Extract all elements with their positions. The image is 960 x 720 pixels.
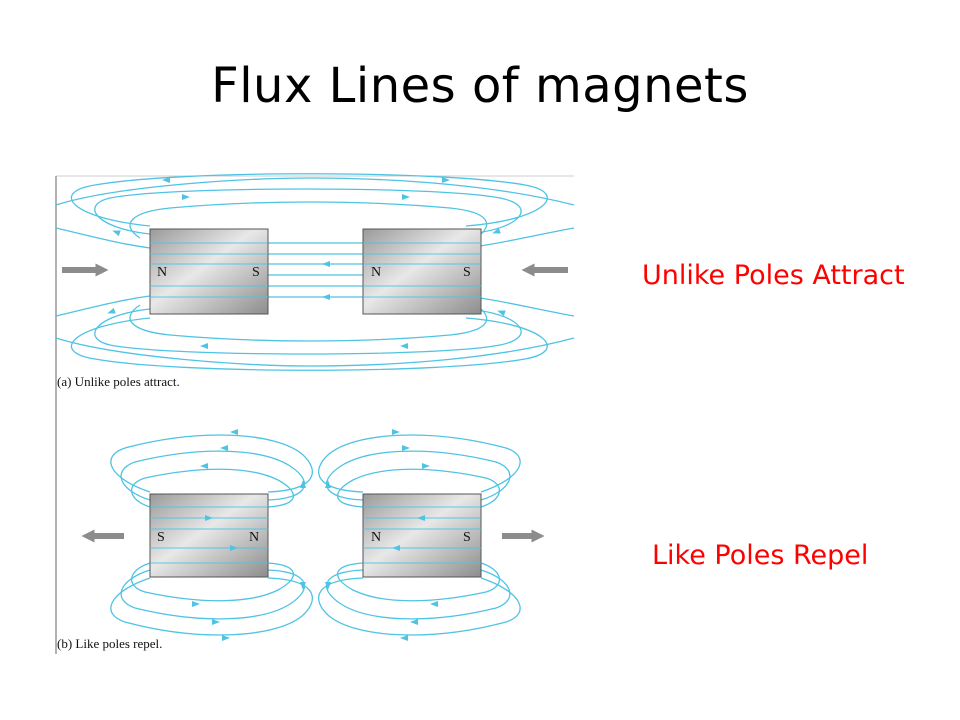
panel-a-right-magnet-left-pole: N xyxy=(371,265,381,280)
label-unlike-poles-attract: Unlike Poles Attract xyxy=(642,260,905,291)
panel-a-caption: (a) Unlike poles attract. xyxy=(57,374,180,389)
panel-a-flux-lines xyxy=(55,173,575,371)
panel-a-internal-lines xyxy=(150,242,481,298)
panel-a-unlike-poles: N S N S (a) Unlike poles attract. xyxy=(55,173,575,389)
panel-b-internal-arrowheads xyxy=(205,515,425,551)
panel-a-magnet-left xyxy=(149,228,269,315)
panel-b-flux-arrowheads xyxy=(192,429,438,641)
panel-b-left-magnet-left-pole: S xyxy=(157,530,165,545)
panel-b-left-magnet-right-pole: N xyxy=(249,530,259,545)
panel-b-like-poles: S N N S (b) Like poles repel. xyxy=(57,429,545,651)
slide-title: Flux Lines of magnets xyxy=(211,58,749,114)
panel-b-right-magnet-right-pole: S xyxy=(463,530,471,545)
panel-a-right-magnet-right-pole: S xyxy=(463,265,471,280)
panel-a-left-magnet-right-pole: S xyxy=(252,265,260,280)
panel-b-right-magnet-left-pole: N xyxy=(371,530,381,545)
label-like-poles-repel: Like Poles Repel xyxy=(652,540,869,571)
panel-a-left-magnet-left-pole: N xyxy=(157,265,167,280)
panel-b-caption: (b) Like poles repel. xyxy=(57,636,162,651)
